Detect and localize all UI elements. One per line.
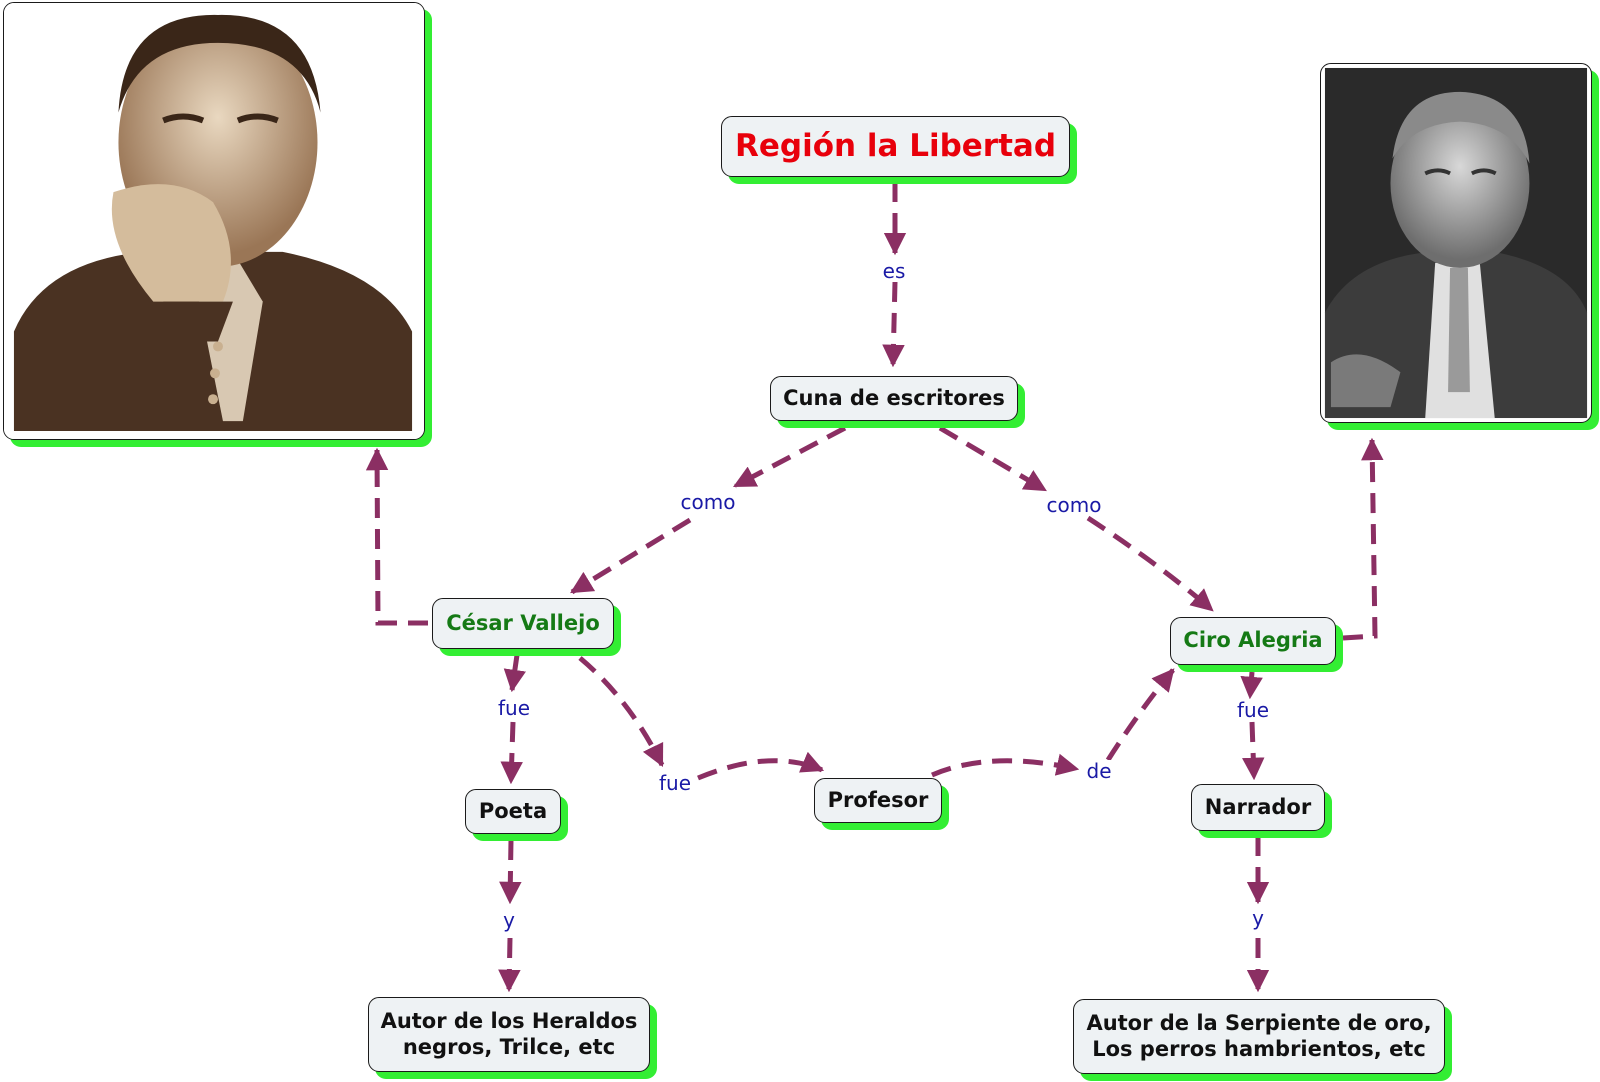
node-poeta[interactable]: Poeta: [465, 789, 561, 834]
node-region-la-libertad[interactable]: Región la Libertad: [721, 116, 1070, 177]
node-cuna-de-escritores[interactable]: Cuna de escritores: [770, 376, 1018, 421]
edge-vallejo-fue-profesor: [578, 656, 665, 768]
node-narrador[interactable]: Narrador: [1191, 784, 1325, 831]
edge-fue-profesor: [697, 751, 825, 781]
node-cesar-vallejo[interactable]: César Vallejo: [432, 598, 614, 649]
edge-es-cuna: [882, 281, 905, 368]
node-autor-vallejo[interactable]: Autor de los Heraldos negros, Trilce, et…: [368, 997, 650, 1072]
link-label-fue-narrador: fue: [1233, 699, 1273, 721]
edge-profesor-de: [931, 753, 1080, 778]
link-label-y-left: y: [500, 909, 518, 931]
node-autor-alegria[interactable]: Autor de la Serpiente de oro, Los perros…: [1073, 999, 1445, 1074]
edge-alegria-fue: [1240, 671, 1263, 700]
edge-alegria-photo: [1342, 437, 1384, 641]
link-label-como-right: como: [1043, 494, 1105, 516]
edge-cuna-como-right: [938, 425, 1047, 493]
ciro-alegria-photo: [1320, 63, 1592, 423]
edge-vallejo-fue: [503, 654, 527, 693]
link-label-como-left: como: [677, 491, 739, 513]
link-label-de: de: [1083, 760, 1115, 782]
edge-de-alegria: [1105, 668, 1175, 762]
link-label-es: es: [879, 260, 909, 282]
portrait-sepia-image: [4, 3, 424, 439]
edge-fue-poeta: [500, 721, 523, 785]
link-label-fue-profesor: fue: [655, 772, 695, 794]
node-ciro-alegria[interactable]: Ciro Alegria: [1170, 617, 1336, 665]
edge-como-alegria: [1086, 515, 1214, 612]
edge-cuna-como-left: [733, 425, 847, 489]
link-label-fue-poeta: fue: [494, 697, 534, 719]
edge-como-vallejo: [570, 517, 692, 595]
edge-poeta-y: [499, 839, 522, 905]
portrait-bw-image: [1324, 67, 1588, 419]
cesar-vallejo-photo: [3, 2, 425, 440]
node-profesor[interactable]: Profesor: [814, 778, 942, 823]
link-label-y-right: y: [1249, 907, 1267, 929]
edge-y-autor-vallejo: [498, 937, 521, 993]
edge-vallejo-photo: [365, 447, 428, 626]
edge-fue-narrador: [1242, 721, 1265, 781]
